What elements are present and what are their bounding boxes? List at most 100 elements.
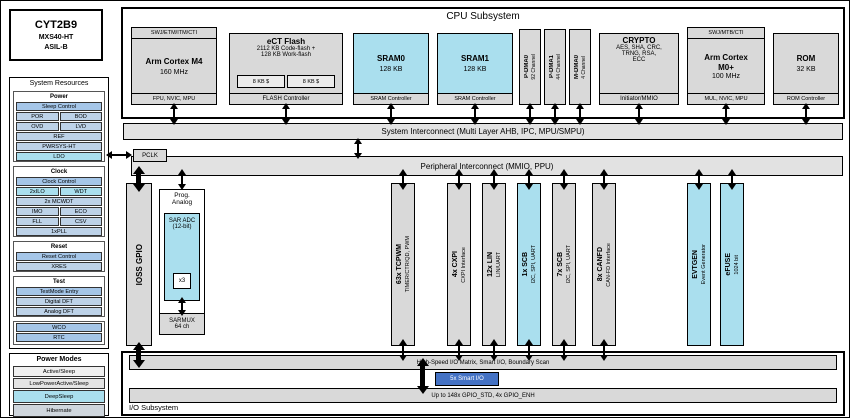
pclk-box: PCLK [133, 149, 167, 162]
crypto-algs2: TRNG, RSA, [621, 51, 657, 57]
crypto-algs3: ECC [632, 57, 646, 63]
cm4-name: Arm Cortex M4 [145, 56, 203, 66]
smart-io-box: 5x Smart I/O [435, 372, 499, 386]
bus-arrow-icon [579, 108, 581, 120]
io-subsystem-label: I/O Subsystem [129, 403, 179, 412]
mdma0-block: M-DMA0 4 Channel [569, 29, 591, 105]
pdma1-name: P-DMA1 [548, 55, 555, 79]
sarmux-name: SARMUX [169, 318, 195, 324]
ldo-item: LDO [16, 152, 102, 161]
mcwdt-item: 2x MCWDT [16, 197, 102, 206]
test-section-header: Test [53, 279, 65, 285]
mdma0-name: M-DMA0 [573, 55, 580, 79]
sarmux-channels: 64 ch [174, 324, 190, 330]
crypto-block: CRYPTO AES, SHA, CRC, TRNG, RSA, ECC [599, 33, 679, 94]
sar-adc-count-box: x3 [173, 273, 191, 289]
pdma1-block: P-DMA1 44 Channel [544, 29, 566, 105]
flash-name: eCT Flash [266, 37, 306, 46]
bus-arrow-icon [285, 108, 287, 120]
pdma0-block: P-DMA0 92 Channel [519, 29, 541, 105]
sram1-size: 128 KB [463, 66, 487, 73]
pdma0-name: P-DMA0 [523, 55, 530, 79]
bus-arrow-icon [357, 143, 359, 154]
cm0-name2: M0+ [718, 62, 734, 72]
ilo-item: 2xILO [16, 187, 59, 196]
crypto-controller-label: Initiator/MMIO [620, 96, 658, 102]
chip-safety-level: ASIL-B [44, 44, 68, 51]
mdma0-channels: 4 Channel [580, 55, 587, 79]
rom-size: 32 KB [796, 66, 816, 73]
scb-sublabel: I2C, SPI, UART [565, 245, 572, 284]
rom-block: ROM 32 KB [773, 33, 839, 94]
sram0-block: SRAM0 128 KB [353, 33, 429, 94]
reset-section: Reset Reset Control XRES [13, 241, 105, 272]
ioss-gpio-block: IOSS GPIO [126, 183, 152, 346]
chip-name: CYT2B9 [34, 19, 78, 31]
bus-arrow-icon [493, 174, 495, 185]
chip-platform: MXS40-HT [38, 34, 74, 41]
wco-item: WCO [16, 323, 102, 332]
wco-rtc-section: WCO RTC [13, 321, 105, 345]
ioss-gpio-label: IOSS GPIO [134, 243, 144, 286]
pwrsys-item: PWRSYS-HT [16, 142, 102, 151]
cm4-debug-label: SWJ/ETM/ITM/CTI [150, 30, 198, 36]
rom-name: ROM [796, 54, 816, 63]
smart-io-label: 5x Smart I/O [450, 376, 484, 382]
xres-item: XRES [16, 262, 102, 271]
pclk-label: PCLK [142, 152, 158, 159]
cm0-name1: Arm Cortex [704, 52, 748, 62]
cm4-block: Arm Cortex M4 160 MHz [131, 38, 217, 94]
peripheral-interconnect-bar: Peripheral Interconnect (MMIO, PPU) [131, 156, 843, 176]
canfd-name: 8x CANFD [596, 247, 604, 282]
sram0-name: SRAM0 [376, 54, 405, 63]
eco-item: ECO [59, 207, 102, 216]
prog-analog-title2: Analog [171, 199, 193, 206]
canfd-block: 8x CANFD CAN-FD Interface [592, 183, 616, 346]
bus-arrow-icon [603, 174, 605, 185]
analog-dft-item: Analog DFT [16, 307, 102, 316]
cxpi-name: 4x CXPI [451, 251, 459, 278]
flash-cache0-label: 8 KB $ [252, 78, 270, 85]
scb-block: 7x SCB I2C, SPI, UART [552, 183, 576, 346]
lin-sublabel: LIN/UART [495, 252, 502, 277]
tcpwm-name: 63x TCPWM [395, 244, 403, 285]
rom-controller-label: ROM Controller [786, 96, 826, 102]
bus-arrow-icon [420, 365, 425, 387]
flash-controller-label: FLASH Controller [262, 96, 310, 102]
cm0-frequency: 100 MHz [711, 72, 740, 80]
bus-arrow-icon [390, 108, 392, 120]
evtgen-sublabel: Event Generator [700, 244, 707, 285]
system-interconnect-label: System Interconnect (Multi Layer AHB, IP… [381, 127, 585, 136]
imo-item: IMO [16, 207, 59, 216]
sram1-controller-label: SRAM Controller [454, 96, 496, 102]
bus-arrow-icon [563, 174, 565, 185]
hs-io-matrix-label: High-Speed I/O Matrix, Smart I/O, Bounda… [416, 359, 550, 366]
bus-arrow-icon [563, 344, 565, 356]
crypto-algs1: AES, SHA, CRC, [616, 45, 662, 51]
bus-arrow-icon [111, 154, 127, 156]
mode-active-sleep: Active/Sleep [13, 366, 105, 377]
efuse-name: eFUSE [724, 253, 732, 276]
crypto-name: CRYPTO [622, 36, 656, 45]
por-item: POR [16, 112, 59, 121]
bus-arrow-icon [402, 344, 404, 356]
flash-code-size: 2112 KB Code-flash + [256, 46, 316, 52]
bus-arrow-icon [181, 174, 183, 185]
power-section-header: Power [49, 94, 68, 100]
pdma0-channels: 92 Channel [530, 54, 537, 80]
bod-item: BOD [59, 112, 102, 121]
ovd-item: OVD [16, 122, 59, 131]
sleep-control-item: Sleep Control [16, 102, 102, 111]
test-section: Test TestMode Entry Digital DFT Analog D… [13, 276, 105, 317]
cm0-debug-label: SWJ/MTB/CTI [708, 30, 744, 36]
sar-adc-name: SAR ADC [168, 218, 196, 224]
bus-arrow-icon [805, 108, 807, 120]
scb-deepsleep-sublabel: I2C, SPI, UART [530, 245, 537, 284]
bus-arrow-icon [603, 344, 605, 356]
bus-arrow-icon [458, 174, 460, 185]
power-section: Power Sleep Control POR BOD OVD LVD REF … [13, 91, 105, 162]
efuse-sublabel: 1024 bit [733, 254, 740, 275]
bus-arrow-icon [474, 108, 476, 120]
system-resources-title: System Resources [29, 80, 89, 87]
